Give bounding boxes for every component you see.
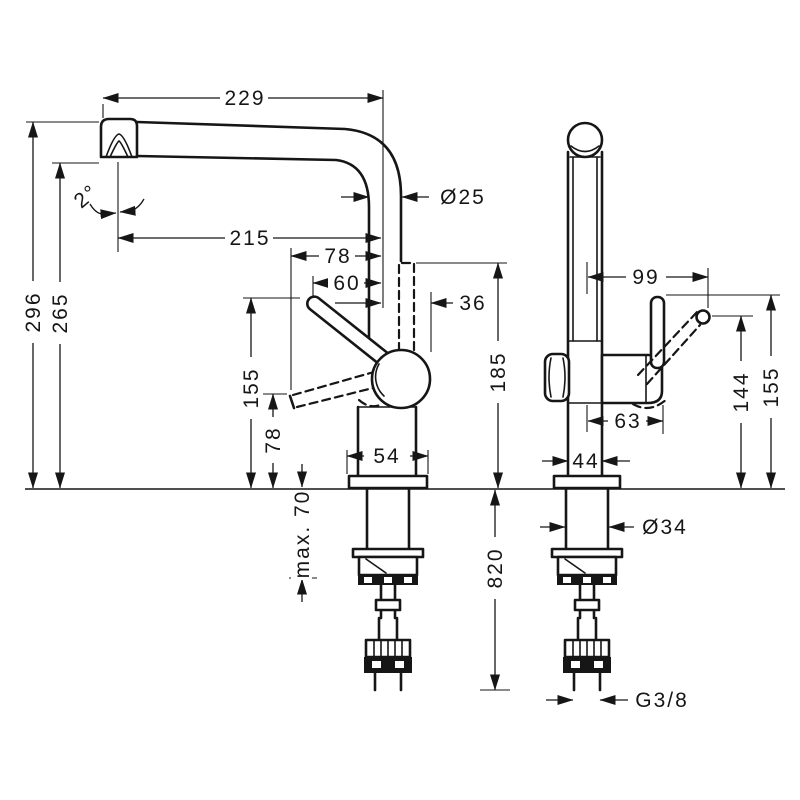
front-handle-dashed-up bbox=[397, 261, 416, 353]
dim-label-spout-diameter: Ø25 bbox=[440, 186, 486, 209]
side-handle-solid bbox=[649, 295, 666, 370]
dim-label-max-counter-thickness: max. 70 bbox=[291, 490, 314, 579]
dim-label-spout-reach: 229 bbox=[224, 87, 265, 110]
dim-label-overall-height: 296 bbox=[22, 291, 45, 332]
dim-label-side-handle-top-height: 155 bbox=[760, 366, 783, 407]
front-spout-outer bbox=[135, 120, 403, 263]
front-aerator-dome bbox=[105, 133, 133, 158]
dim-label-handle-reach: 99 bbox=[632, 266, 659, 289]
front-spout-inner bbox=[135, 154, 371, 354]
side-handle-dashed bbox=[636, 310, 699, 377]
dim-label-body-width: 44 bbox=[572, 450, 599, 473]
side-view-faucet bbox=[543, 121, 711, 692]
dim-label-supply-connection: G3/8 bbox=[635, 689, 689, 712]
dim-label-handle-top-height: 155 bbox=[240, 367, 263, 408]
dim-label-outlet-height: 265 bbox=[49, 292, 72, 333]
dim-label-handle-reach-low: 78 bbox=[324, 245, 351, 268]
front-view-dimensions: 229 215 78 60 Ø25 36 2° 296 265 155 78 1… bbox=[22, 87, 510, 691]
side-under-counter-assembly bbox=[550, 486, 624, 692]
side-base-flange bbox=[552, 474, 622, 490]
dim-label-handle-raised-height: 144 bbox=[730, 371, 753, 412]
dim-label-handle-offset: 63 bbox=[614, 410, 641, 433]
dim-label-spout-angle: 2° bbox=[70, 180, 103, 213]
front-lever-dashed bbox=[291, 370, 376, 397]
dim-label-handle-reach-up: 60 bbox=[333, 272, 360, 295]
dim-label-handle-low-height: 78 bbox=[262, 426, 285, 453]
side-spout-profile bbox=[543, 352, 571, 403]
front-view-faucet bbox=[99, 117, 432, 692]
side-spout-end-circle bbox=[566, 121, 604, 159]
front-under-counter-assembly bbox=[351, 486, 425, 692]
dim-label-outlet-reach: 215 bbox=[229, 227, 270, 250]
dim-label-base-width: 54 bbox=[373, 445, 400, 468]
front-spout-nozzle bbox=[99, 117, 139, 159]
side-view-dimensions: 99 144 155 63 44 Ø34 G3/8 bbox=[540, 262, 783, 712]
dim-label-body-top-height: 185 bbox=[487, 351, 510, 392]
front-pivot-ball bbox=[370, 348, 432, 410]
dim-label-hose-length: 820 bbox=[484, 547, 507, 588]
dim-label-handle-width: 36 bbox=[459, 292, 486, 315]
front-base-flange bbox=[347, 474, 429, 490]
dim-label-shank-diameter: Ø34 bbox=[642, 516, 688, 539]
